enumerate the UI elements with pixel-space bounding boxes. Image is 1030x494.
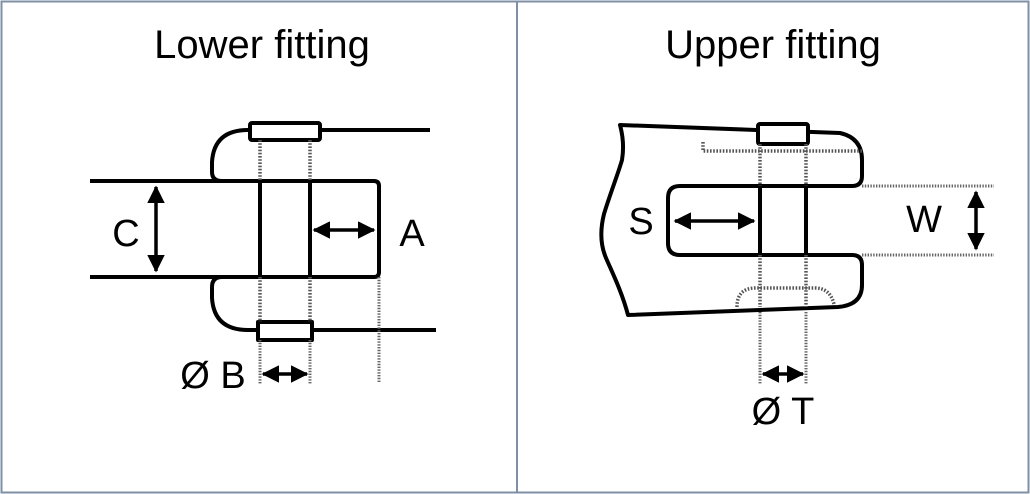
lower-b-label: Ø B xyxy=(180,355,245,397)
upper-w-label: W xyxy=(906,199,942,241)
upper-s-label: S xyxy=(628,201,653,243)
upper-fitting-title: Upper fitting xyxy=(665,23,881,67)
upper-fitting-panel: Upper fitting S W Ø T xyxy=(599,23,994,433)
lower-fitting-drawing xyxy=(90,121,436,384)
lower-a-label: A xyxy=(399,213,425,255)
lower-pin-head xyxy=(248,121,322,142)
lower-c-label: C xyxy=(112,213,139,255)
lower-fitting-panel: Lower fitting C A Ø B xyxy=(90,23,436,397)
lower-fitting-title: Lower fitting xyxy=(154,23,370,67)
upper-t-label: Ø T xyxy=(752,391,815,433)
upper-clevis-body xyxy=(599,123,864,317)
lower-pin-tail xyxy=(256,320,314,342)
upper-hidden-bottom-bore xyxy=(735,286,836,308)
upper-fitting-drawing xyxy=(599,122,994,384)
upper-pin-head xyxy=(756,122,810,146)
